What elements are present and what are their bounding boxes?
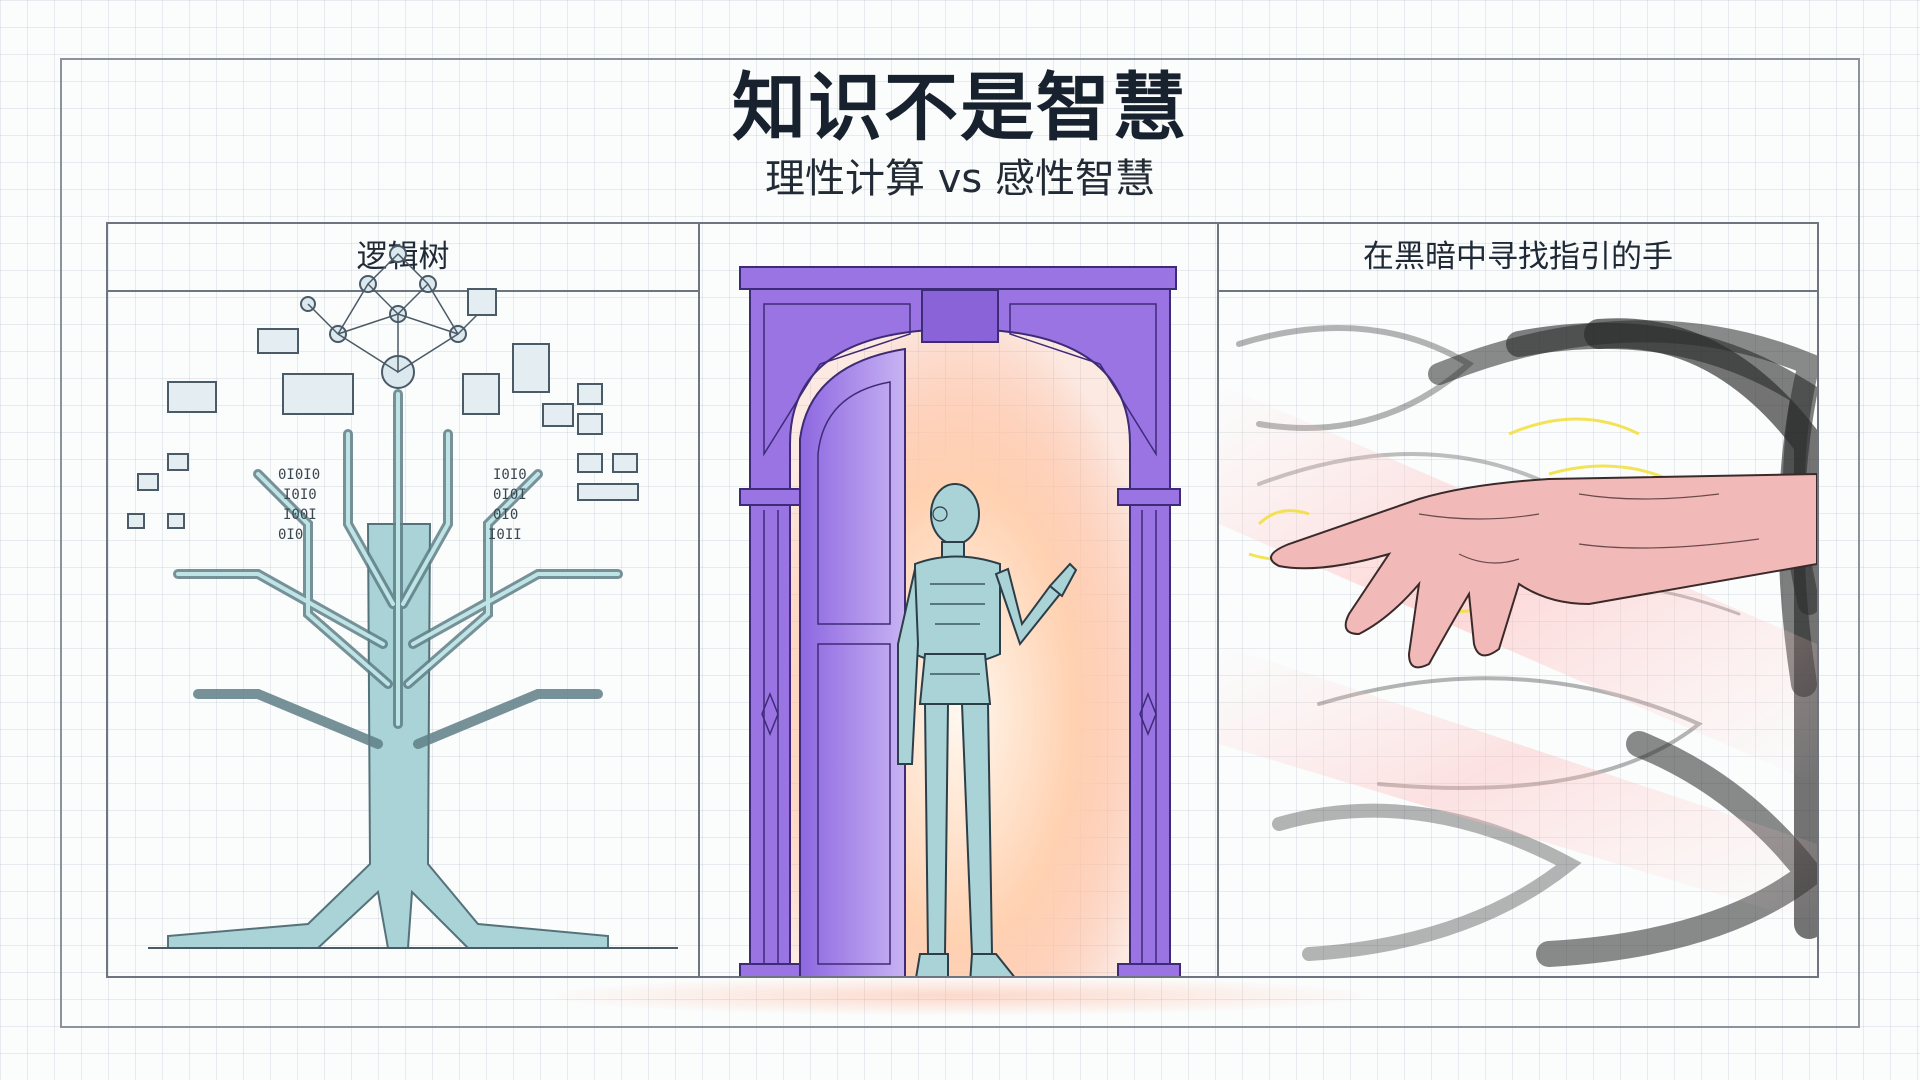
- binary-label-5: I0I0: [493, 467, 527, 483]
- outer-frame: [60, 58, 1860, 1028]
- binary-label-7: 0I0: [493, 507, 518, 523]
- page-title: 知识不是智慧: [732, 65, 1188, 151]
- binary-labels: 0I0I0 I0I0 I00I 0I0 I0I0 0I0I 0I0 I0II: [278, 467, 527, 543]
- hand: [1270, 472, 1817, 669]
- open-door: [799, 347, 906, 976]
- panel-logic-tree: 逻辑树: [106, 222, 700, 978]
- binary-label-2: I0I0: [283, 487, 317, 503]
- panel-guiding-hand: 在黑暗中寻找指引的手: [1217, 222, 1819, 978]
- binary-label-3: I00I: [283, 507, 317, 523]
- page-subtitle: 理性计算 vs 感性智慧: [765, 156, 1155, 202]
- binary-label-8: I0II: [488, 527, 522, 543]
- circuit-tree-highlights: [176, 392, 620, 726]
- doorway-illustration: [739, 266, 1181, 976]
- document-boxes: [127, 288, 639, 529]
- binary-label-6: 0I0I: [493, 487, 527, 503]
- door-frame-inner-line: [761, 303, 1157, 964]
- door-panels: [817, 381, 891, 965]
- robot: [897, 483, 1078, 976]
- door-frame: [739, 266, 1181, 976]
- floor-light-spill: [540, 976, 1380, 1016]
- hand-details: [1418, 493, 1760, 564]
- robot-details: [930, 506, 985, 675]
- panel-guiding-hand-label: 在黑暗中寻找指引的手: [1219, 224, 1817, 292]
- binary-label-4: 0I0: [278, 527, 303, 543]
- panel-doorway: [700, 222, 1217, 978]
- binary-label-1: 0I0I0: [278, 467, 320, 483]
- guiding-hand-illustration: [1219, 318, 1817, 967]
- circuit-tree-illustration: 0I0I0 I0I0 I00I 0I0 I0I0 0I0I 0I0 I0II: [127, 245, 678, 949]
- network-links: [307, 252, 489, 374]
